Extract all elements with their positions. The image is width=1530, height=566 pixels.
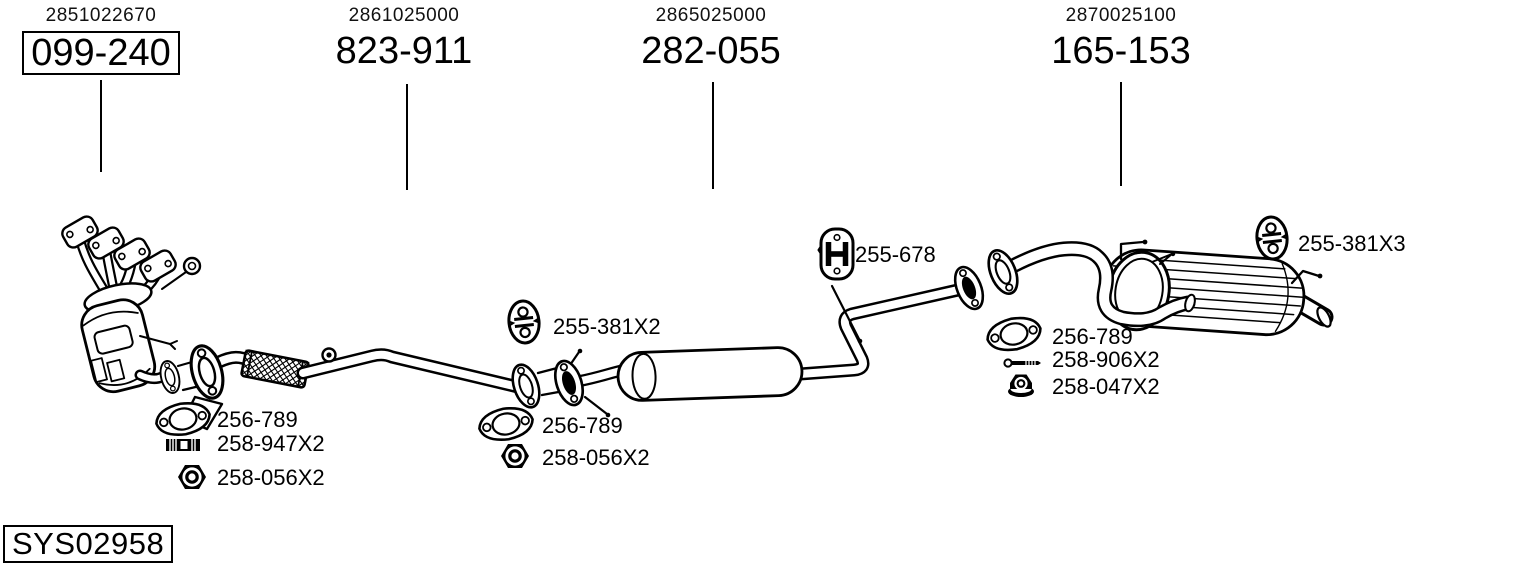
hex-nut-icon: [178, 465, 206, 489]
hex-nut-icon: [501, 444, 529, 468]
rubber-hanger-icon: [1253, 214, 1291, 262]
system-code-box: SYS02958: [3, 525, 174, 563]
rear-muffler-drawing: [981, 239, 1334, 337]
center-muffler-drawing: [548, 261, 990, 418]
gasket-icon: [475, 402, 537, 446]
gasket-icon: [983, 311, 1045, 357]
system-code: SYS02958: [12, 526, 165, 561]
oem-number: 2865025000: [655, 5, 767, 26]
column-rear-muffler: 2870025100 165-153: [1021, 5, 1221, 72]
label-flange-nut-rear: 258-047X2: [1052, 374, 1160, 399]
label-nut-manifold: 258-056X2: [217, 465, 325, 490]
part-number: 165-153: [1051, 30, 1191, 72]
label-hanger-tail: 255-381X3: [1298, 231, 1406, 256]
column-manifold: 2851022670 099-240: [1, 6, 201, 75]
oem-number: 2851022670: [45, 5, 157, 26]
hanger-bracket-icon: [819, 229, 854, 279]
column-front-pipe: 2861025000 823-911: [304, 5, 504, 72]
part-number: 099-240: [1, 31, 201, 75]
part-number: 823-911: [335, 30, 473, 72]
label-gasket-manifold: 256-789: [217, 407, 298, 432]
label-hanger-center: 255-678: [855, 242, 936, 267]
manifold-catalyst-drawing: [58, 212, 210, 396]
label-bolt-rear: 258-906X2: [1052, 347, 1160, 372]
part-number-box: 099-240: [22, 31, 180, 75]
label-gasket-rear: 256-789: [1052, 324, 1133, 349]
rubber-hanger-icon: [505, 298, 543, 346]
flange-nut-icon: [1008, 374, 1034, 397]
part-number: 282-055: [641, 30, 781, 72]
oem-number: 2870025100: [1065, 5, 1177, 26]
bolt-icon: [1003, 358, 1042, 368]
oem-number: 2861025000: [348, 5, 460, 26]
leader-lines: [100, 80, 1122, 190]
label-nut-center: 258-056X2: [542, 445, 650, 470]
label-hanger-front: 255-381X2: [553, 314, 661, 339]
column-center-muffler: 2865025000 282-055: [611, 5, 811, 72]
label-gasket-center: 256-789: [542, 413, 623, 438]
stud-icon: [165, 438, 201, 452]
flex-braid: [240, 349, 310, 389]
label-stud-manifold: 258-947X2: [217, 431, 325, 456]
